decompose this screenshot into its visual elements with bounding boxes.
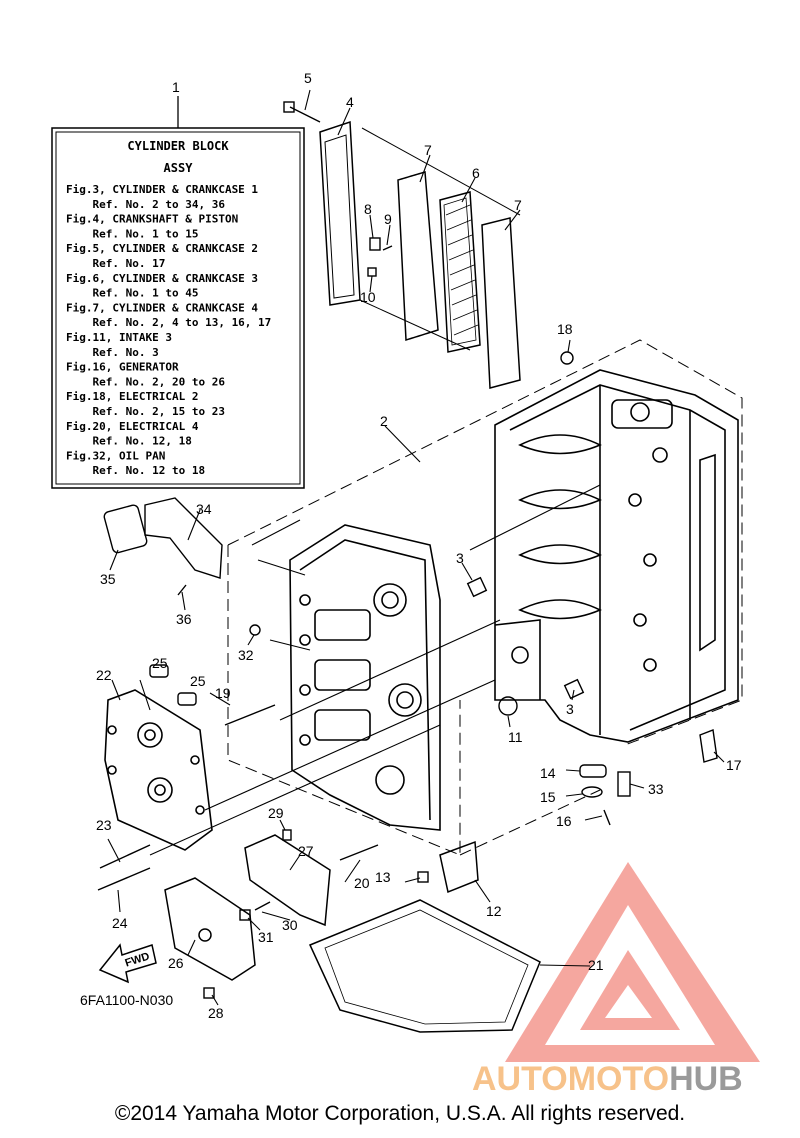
callout-24: 24: [112, 915, 128, 931]
callout-23: 23: [96, 817, 112, 833]
notes-line: Fig.20, ELECTRICAL 4: [66, 420, 199, 433]
notes-line: Ref. No. 2, 4 to 13, 16, 17: [66, 316, 271, 329]
callout-14: 14: [540, 765, 556, 781]
callout-22: 22: [96, 667, 112, 683]
callout-16: 16: [556, 813, 572, 829]
callout-34: 34: [196, 501, 212, 517]
callout-6: 6: [472, 165, 480, 181]
callout-25: 25: [190, 673, 206, 689]
leader-lines: [107, 89, 725, 1006]
notes-line: Ref. No. 17: [66, 257, 165, 270]
notes-line: Fig.7, CYLINDER & CRANKCASE 4: [66, 301, 258, 314]
notes-line: Fig.6, CYLINDER & CRANKCASE 3: [66, 272, 258, 285]
copyright-notice: ©2014 Yamaha Motor Corporation, U.S.A. A…: [114, 1102, 686, 1125]
callout-21: 21: [588, 957, 604, 973]
callout-28: 28: [208, 1005, 224, 1021]
covers-and-gaskets-lower: [164, 834, 541, 1033]
callout-32: 32: [238, 647, 254, 663]
callout-9: 9: [384, 211, 392, 227]
assembly-outline: [227, 339, 743, 856]
callout-4: 4: [346, 94, 354, 110]
callout-19: 19: [215, 685, 231, 701]
callout-27: 27: [298, 843, 314, 859]
callout-12: 12: [486, 903, 502, 919]
small-parts: [97, 101, 718, 999]
notes-line: Ref. No. 3: [66, 346, 159, 359]
notes-line: Fig.5, CYLINDER & CRANKCASE 2: [66, 242, 258, 255]
notes-line: Ref. No. 2, 15 to 23: [66, 405, 225, 418]
watermark-logo: [505, 862, 760, 1062]
callout-11: 11: [508, 729, 523, 745]
notes-title-line-2: ASSY: [164, 161, 194, 175]
callouts: 2334567789101112131415161718192021222324…: [96, 70, 742, 1021]
watermark-text: AUTOMOTOHUB: [472, 1060, 743, 1098]
cylinder-head: [104, 689, 213, 851]
callout-35: 35: [100, 571, 116, 587]
callout-3: 3: [566, 701, 574, 717]
notes-line: Fig.4, CRANKSHAFT & PISTON: [66, 213, 238, 226]
watermark-text-part-2: HUB: [669, 1060, 743, 1098]
notes-line: Fig.11, INTAKE 3: [66, 331, 172, 344]
notes-title-line-1: CYLINDER BLOCK: [127, 139, 229, 153]
callout-17: 17: [726, 757, 742, 773]
callout-8: 8: [364, 201, 372, 217]
cylinder-block: [494, 369, 739, 743]
notes-line: Ref. No. 1 to 45: [66, 287, 198, 300]
notes-box: 1 CYLINDER BLOCK ASSY Fig.3, CYLINDER & …: [51, 79, 305, 489]
callout-20: 20: [354, 875, 370, 891]
callout-29: 29: [268, 805, 284, 821]
callout-26: 26: [168, 955, 184, 971]
notes-line: Fig.18, ELECTRICAL 2: [66, 390, 198, 403]
notes-line: Ref. No. 12 to 18: [66, 464, 205, 477]
cover-and-gaskets: [319, 120, 521, 389]
notes-lines: Fig.3, CYLINDER & CRANKCASE 1 Ref. No. 2…: [66, 183, 271, 477]
callout-7: 7: [514, 197, 522, 213]
callout-31: 31: [258, 929, 274, 945]
callout-33: 33: [648, 781, 664, 797]
callout-13: 13: [375, 869, 391, 885]
notes-line: Ref. No. 2, 20 to 26: [66, 375, 225, 388]
callout-10: 10: [360, 289, 376, 305]
callout-3: 3: [456, 550, 464, 566]
notes-line: Ref. No. 1 to 15: [66, 227, 198, 240]
callout-25: 25: [152, 655, 168, 671]
crankcase: [289, 524, 441, 831]
callout-5: 5: [304, 70, 312, 86]
notes-line: Fig.16, GENERATOR: [66, 361, 179, 374]
callout-18: 18: [557, 321, 573, 337]
notes-line: Fig.3, CYLINDER & CRANKCASE 1: [66, 183, 258, 196]
notes-line: Ref. No. 12, 18: [66, 435, 192, 448]
callout-15: 15: [540, 789, 556, 805]
fwd-arrow-icon: FWD: [98, 943, 157, 984]
callout-30: 30: [282, 917, 298, 933]
callout-1: 1: [172, 79, 180, 95]
notes-line: Ref. No. 2 to 34, 36: [66, 198, 225, 211]
notes-line: Fig.32, OIL PAN: [66, 449, 165, 462]
watermark-text-part-1: AUTOMOTO: [472, 1060, 669, 1098]
callout-7: 7: [424, 142, 432, 158]
callout-36: 36: [176, 611, 192, 627]
callout-2: 2: [380, 413, 388, 429]
diagram-code: 6FA1100-N030: [80, 992, 173, 1008]
